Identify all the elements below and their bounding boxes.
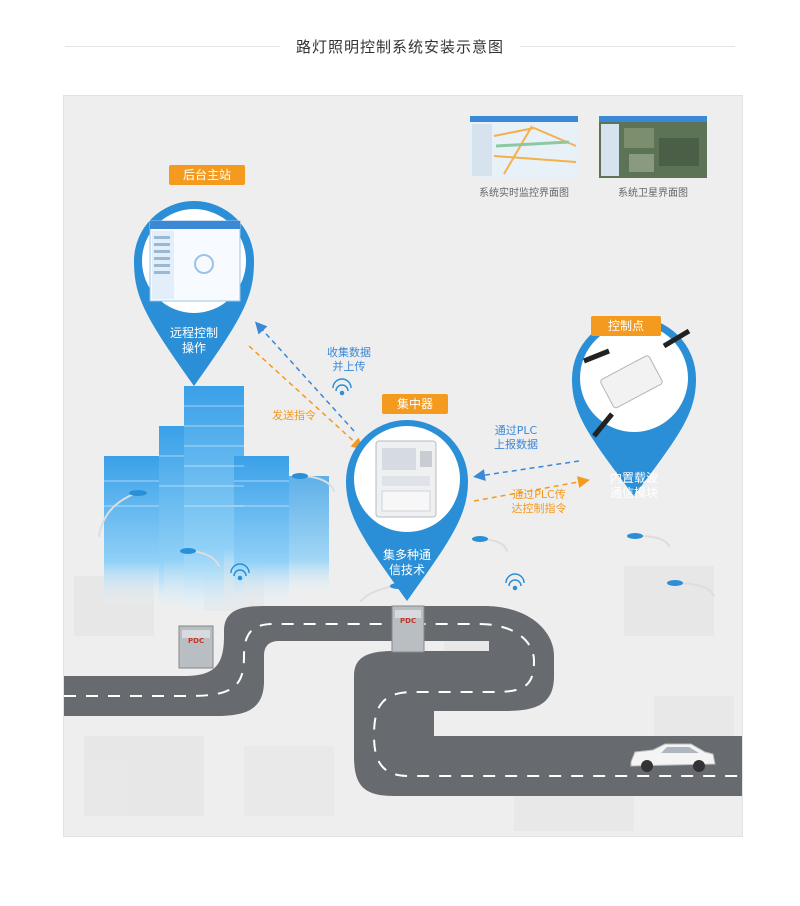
road <box>64 606 742 796</box>
note-plc-report: 通过PLC 上报数据 <box>486 424 546 452</box>
pin-concentrator <box>346 420 468 601</box>
diagram-artwork <box>64 116 742 831</box>
satellite-screen-caption: 系统卫星界面图 <box>618 188 688 199</box>
pdc-cabinet <box>178 605 425 669</box>
link-arrows <box>248 321 590 502</box>
satellite-screen-image <box>599 116 707 178</box>
monitor-screen-caption: 系统实时监控界面图 <box>479 188 569 199</box>
tag-control-point: 控制点 <box>591 316 661 336</box>
pdc-label: PDC <box>188 637 205 645</box>
note-plc-report-line2: 上报数据 <box>494 438 538 451</box>
note-upload: 收集数据 并上传 <box>319 346 379 374</box>
pin-control-point-label-line2: 通信模块 <box>609 486 658 500</box>
tag-concentrator: 集中器 <box>382 394 448 414</box>
pin-backend-label-line2: 操作 <box>181 341 206 355</box>
car <box>630 743 716 772</box>
page-title: 路灯照明控制系统安装示意图 <box>295 38 504 56</box>
pin-concentrator-label-line1: 集多种通 <box>382 548 431 562</box>
city-buildings <box>104 386 329 616</box>
tag-backend: 后台主站 <box>169 165 245 185</box>
pin-backend-label: 远程控制 操作 <box>149 326 239 356</box>
pin-control-point <box>572 317 696 496</box>
pin-control-point-label-line1: 内置载波 <box>609 471 658 485</box>
note-send-command: 发送指令 <box>272 409 316 422</box>
note-upload-line2: 并上传 <box>332 360 366 373</box>
pin-backend <box>134 201 254 386</box>
installation-diagram: 后台主站 集中器 控制点 远程控制 操作 集多种通 信技术 内置载波 通信模块 … <box>63 95 743 837</box>
pdc-label: PDC <box>400 617 417 625</box>
note-plc-send: 通过PLC传 达控制指令 <box>504 488 574 516</box>
pin-backend-label-line1: 远程控制 <box>169 326 218 340</box>
note-upload-line1: 收集数据 <box>327 346 371 359</box>
wifi-icon <box>230 378 525 591</box>
pin-concentrator-label-line2: 信技术 <box>388 563 425 577</box>
title-divider-left <box>65 46 280 47</box>
page-header: 路灯照明控制系统安装示意图 <box>0 30 800 64</box>
monitor-screen-image <box>470 116 578 178</box>
note-plc-send-line2: 达控制指令 <box>511 502 567 515</box>
title-divider-right <box>520 46 735 47</box>
note-plc-send-line1: 通过PLC传 <box>512 488 566 501</box>
pin-concentrator-label: 集多种通 信技术 <box>362 548 452 578</box>
pin-control-point-label: 内置载波 通信模块 <box>589 471 679 501</box>
note-plc-report-line1: 通过PLC <box>494 424 538 437</box>
